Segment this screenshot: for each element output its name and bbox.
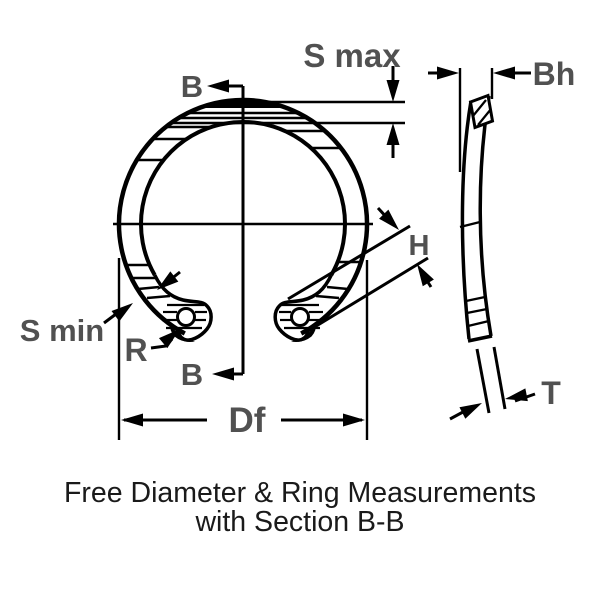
dimension-labels: B B S max S min R Df H Bh T: [20, 37, 576, 440]
ring-hatch-marks: [126, 111, 361, 300]
label-t: T: [541, 375, 561, 411]
dimensions-front-view: [103, 66, 434, 440]
label-s-min: S min: [20, 313, 104, 348]
caption-line-2: with Section B-B: [194, 506, 404, 538]
left-lug-tip-fill: [169, 324, 195, 342]
label-bh: Bh: [533, 56, 576, 92]
left-lug-hatch: [162, 303, 207, 330]
side-section-cut: [468, 93, 495, 130]
side-strip-bottom-cap: [467, 334, 493, 343]
dimension-s-max: [171, 66, 405, 158]
right-lug: [273, 274, 333, 342]
dimension-bh: [428, 66, 531, 172]
dimension-df: [117, 258, 369, 440]
label-df: Df: [229, 401, 266, 440]
dimension-s-min: [103, 270, 181, 325]
side-strip-right-edge: [478, 95, 493, 337]
side-view-section-b-b: [428, 66, 536, 421]
section-arrow-b-top: [207, 79, 243, 93]
dimension-t: [449, 346, 536, 421]
left-lug: [153, 274, 213, 342]
label-s-max: S max: [303, 37, 401, 74]
label-b-top: B: [181, 69, 203, 104]
label-h: H: [409, 230, 430, 262]
right-lug-hole: [290, 307, 310, 327]
dimension-r: [150, 324, 185, 350]
caption: Free Diameter & Ring Measurements with S…: [64, 477, 536, 538]
ring-front-view: [113, 86, 373, 374]
side-strip-hatch: [459, 220, 490, 328]
label-r: R: [124, 332, 147, 368]
right-lug-tip-fill: [291, 324, 317, 342]
label-b-bottom: B: [181, 357, 203, 392]
caption-line-1: Free Diameter & Ring Measurements: [64, 477, 536, 509]
section-arrow-b-bottom: [212, 367, 243, 381]
side-strip-left-edge: [460, 100, 473, 340]
left-lug-hole: [176, 307, 196, 327]
